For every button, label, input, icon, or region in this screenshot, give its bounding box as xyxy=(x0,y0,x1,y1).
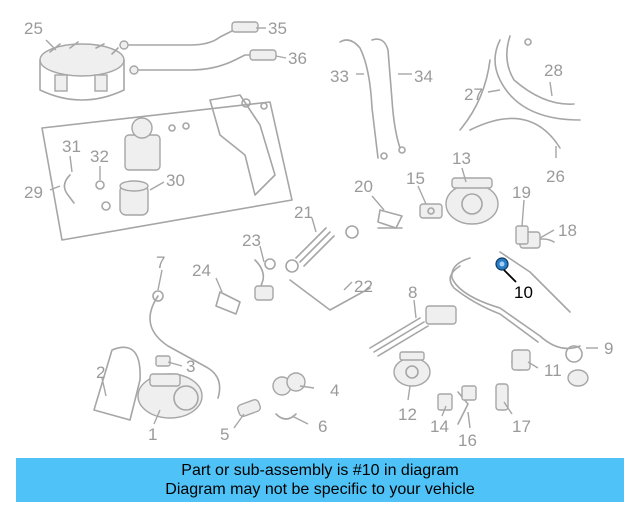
part-3-clip xyxy=(155,355,171,367)
label-24: 24 xyxy=(192,261,211,280)
label-35: 35 xyxy=(268,19,287,38)
label-3: 3 xyxy=(186,357,195,376)
part-13-pump xyxy=(445,177,499,225)
part-8-hose xyxy=(369,305,457,357)
label-36: 36 xyxy=(288,49,307,68)
parts-diagram: 1 2 3 4 5 6 7 8 9 10 11 12 13 14 15 16 1… xyxy=(24,19,613,450)
label-27: 27 xyxy=(464,85,483,104)
label-17: 17 xyxy=(512,417,531,436)
label-11: 11 xyxy=(544,361,562,380)
label-7: 7 xyxy=(156,253,165,272)
part-19-gasket xyxy=(515,225,529,245)
label-25: 25 xyxy=(24,19,43,38)
label-2: 2 xyxy=(96,363,105,382)
part-11-gasket xyxy=(511,349,531,371)
part-10-highlighted xyxy=(495,257,509,271)
label-30: 30 xyxy=(166,171,185,190)
label-28: 28 xyxy=(544,61,563,80)
label-16: 16 xyxy=(458,431,477,450)
banner-line-2: Diagram may not be specific to your vehi… xyxy=(165,481,475,498)
label-10: 10 xyxy=(514,283,533,302)
label-8: 8 xyxy=(408,283,417,302)
leader-lines xyxy=(45,27,598,429)
part-25-housing xyxy=(39,41,125,101)
part-22-bracket xyxy=(289,279,371,311)
part-1-pump xyxy=(137,373,203,419)
part-15-gasket xyxy=(419,203,443,219)
label-18: 18 xyxy=(558,221,577,240)
callout-labels: 1 2 3 4 5 6 7 8 9 10 11 12 13 14 15 16 1… xyxy=(24,19,613,450)
part-2-bracket xyxy=(93,346,141,421)
part-20-fitting xyxy=(377,209,403,229)
label-19: 19 xyxy=(512,183,531,202)
info-banner: Part or sub-assembly is #10 in diagram D… xyxy=(16,458,624,502)
part-4-connector xyxy=(272,372,306,396)
label-20: 20 xyxy=(354,177,373,196)
label-29: 29 xyxy=(24,183,43,202)
label-4: 4 xyxy=(330,381,339,400)
part-23-hose xyxy=(254,258,276,296)
label-12: 12 xyxy=(398,405,417,424)
banner-line-1: Part or sub-assembly is #10 in diagram xyxy=(181,462,459,479)
label-32: 32 xyxy=(90,147,109,166)
part-21-hose xyxy=(285,225,359,273)
label-14: 14 xyxy=(430,417,449,436)
label-23: 23 xyxy=(242,231,261,250)
inset-panel xyxy=(41,94,293,241)
part-26-27-28-hoses xyxy=(459,35,581,149)
part-12-valve xyxy=(393,351,431,387)
label-21: 21 xyxy=(294,203,313,222)
part-35-sensor xyxy=(119,21,259,50)
label-22: 22 xyxy=(354,277,373,296)
label-1: 1 xyxy=(148,425,157,444)
label-13: 13 xyxy=(452,149,471,168)
label-6: 6 xyxy=(318,417,327,436)
part-36-sensor xyxy=(129,49,277,75)
part-7-pipe xyxy=(149,290,221,399)
label-33: 33 xyxy=(330,67,349,86)
label-26: 26 xyxy=(546,167,565,186)
part-6-clamp xyxy=(275,413,297,420)
part-24-gasket xyxy=(215,285,274,315)
label-15: 15 xyxy=(406,169,425,188)
label-9: 9 xyxy=(604,339,613,358)
part-5-connector xyxy=(237,399,261,417)
label-34: 34 xyxy=(414,67,433,86)
label-5: 5 xyxy=(220,425,229,444)
part-16-pipe xyxy=(457,385,477,425)
part-33-34-pipes xyxy=(339,38,406,160)
label-31: 31 xyxy=(62,137,81,156)
